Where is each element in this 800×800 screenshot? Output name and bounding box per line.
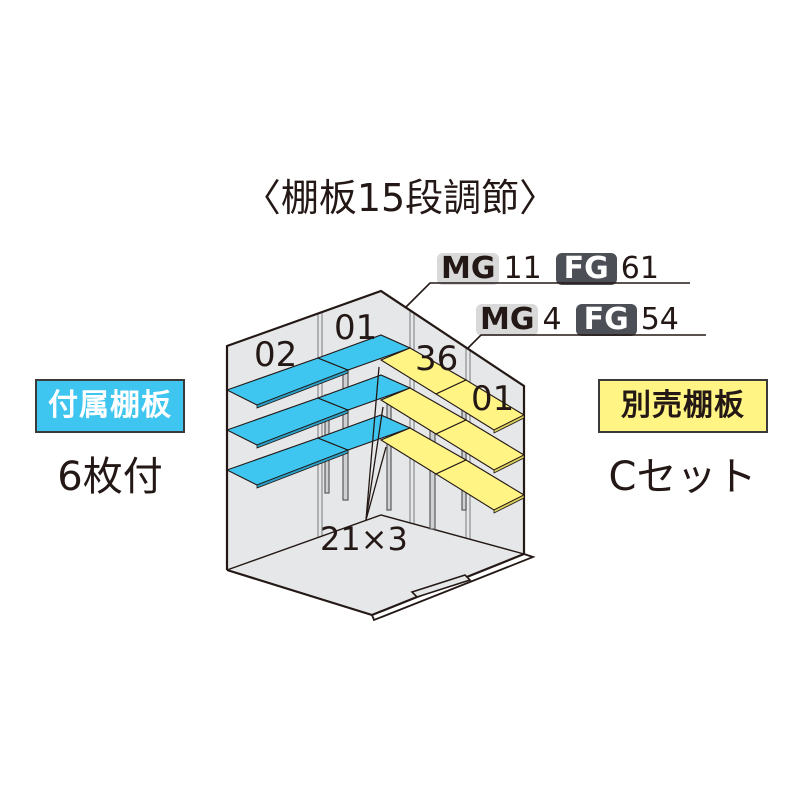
- included-shelves: [225, 334, 412, 486]
- leader-line-2: [464, 334, 706, 352]
- mg-badge: MG: [476, 304, 539, 336]
- shelf-label-02: 02: [254, 335, 297, 375]
- optional-shelves-set: Cセット: [608, 454, 757, 500]
- shelf-label-36: 36: [415, 339, 458, 379]
- shelf-label-01-left: 01: [334, 308, 377, 348]
- fg-badge: FG: [555, 253, 617, 285]
- door-rail: [410, 574, 472, 598]
- code-row-1: MG 11 FG 61: [437, 252, 659, 286]
- mg-badge: MG: [437, 253, 500, 285]
- fg-badge: FG: [575, 304, 637, 336]
- fg-value: 54: [640, 302, 679, 337]
- optional-shelves-label: 別売棚板: [598, 379, 768, 433]
- mg-value: 4: [542, 302, 562, 337]
- shelf-label-01-right: 01: [471, 379, 514, 419]
- page-title: 〈棚板15段調節〉: [242, 176, 558, 220]
- fg-value: 61: [620, 251, 659, 286]
- included-shelves-count: 6枚付: [57, 454, 163, 500]
- mg-value: 11: [503, 251, 542, 286]
- shed-outline: [225, 289, 526, 570]
- code-row-2: MG 4 FG 54: [476, 303, 679, 337]
- leader-line-1: [404, 282, 690, 309]
- count-pointer-lines: [365, 366, 387, 521]
- floor: [227, 515, 524, 615]
- optional-shelves: [379, 347, 526, 511]
- included-shelves-label: 付属棚板: [35, 379, 185, 433]
- shelf-count-label: 21×3: [320, 520, 408, 558]
